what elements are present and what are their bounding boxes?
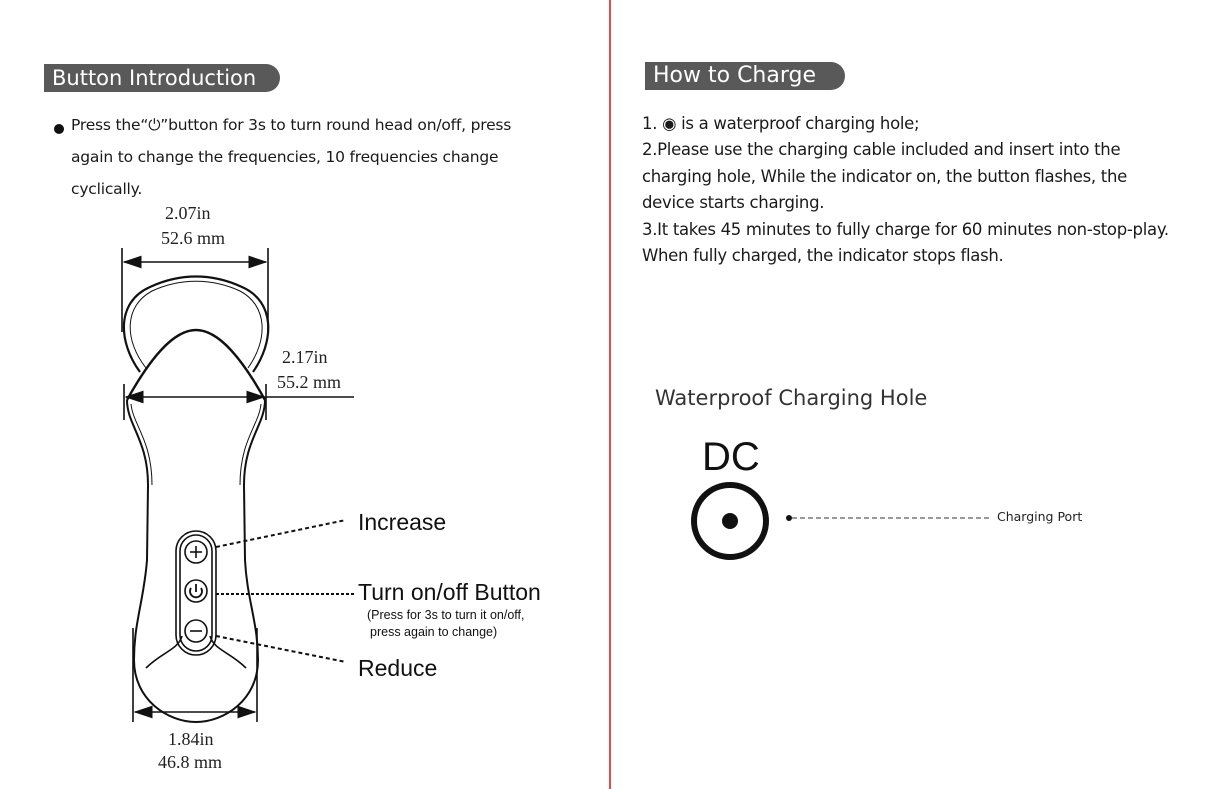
bullet-dot xyxy=(54,124,64,134)
how-to-charge-header: How to Charge xyxy=(645,62,845,90)
reduce-leader xyxy=(215,635,347,663)
charging-port-label: Charging Port xyxy=(997,509,1083,524)
page-divider xyxy=(609,0,611,789)
middle-dimension-mm: 55.2 mm xyxy=(277,372,342,392)
device-body-outline xyxy=(126,399,266,724)
bottom-dimension-mm: 46.8 mm xyxy=(158,752,223,772)
device-head-outline xyxy=(122,275,270,373)
bullet-line-1: Press the“⏻”button for 3s to turn round … xyxy=(71,116,512,134)
bullet-line-2: again to change the frequencies, 10 freq… xyxy=(71,148,499,166)
power-note-line-1: (Press for 3s to turn it on/off, xyxy=(367,608,525,622)
minus-icon xyxy=(184,619,208,643)
power-button-label: Turn on/off Button xyxy=(358,579,541,605)
charge-line-1: 1. ◉ is a waterproof charging hole; xyxy=(642,114,920,133)
increase-label: Increase xyxy=(358,509,447,535)
increase-leader xyxy=(215,519,347,548)
bullet-line-3: cyclically. xyxy=(71,180,143,198)
plus-icon xyxy=(184,540,208,564)
top-dimension-mm: 52.6 mm xyxy=(161,228,226,248)
charge-line-3: charging hole, While the indicator on, t… xyxy=(642,167,1127,186)
device-neck-outline xyxy=(125,328,267,401)
charge-line-6: When fully charged, the indicator stops … xyxy=(642,246,1004,265)
dc-label: DC xyxy=(702,435,760,479)
power-icon xyxy=(184,579,208,603)
button-introduction-header: Button Introduction xyxy=(44,64,280,92)
charge-line-5: 3.It takes 45 minutes to fully charge fo… xyxy=(642,220,1169,239)
charging-port-icon xyxy=(691,482,769,560)
reduce-label: Reduce xyxy=(358,655,438,681)
bottom-dimension-in: 1.84in xyxy=(168,729,214,749)
port-title: Waterproof Charging Hole xyxy=(655,386,928,410)
top-dimension-in: 2.07in xyxy=(165,203,211,223)
charge-line-4: device starts charging. xyxy=(642,193,825,212)
power-note-line-2: press again to change) xyxy=(370,625,498,639)
charge-line-2: 2.Please use the charging cable included… xyxy=(642,140,1121,159)
middle-dimension-in: 2.17in xyxy=(282,347,328,367)
